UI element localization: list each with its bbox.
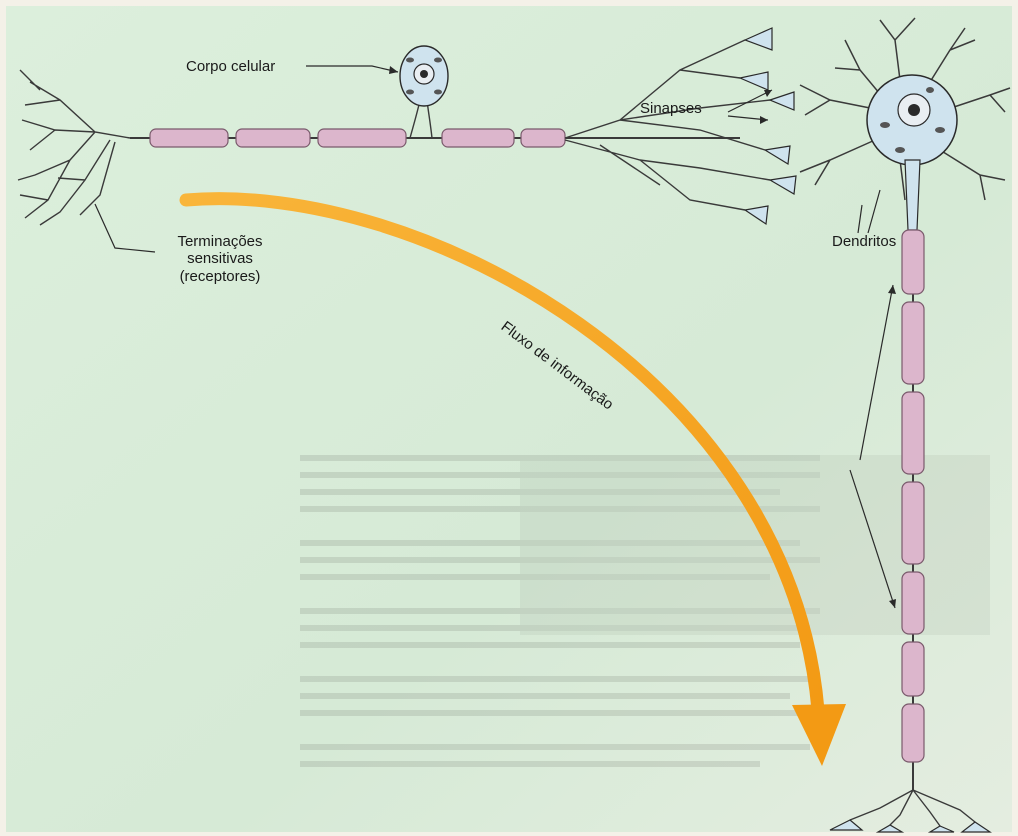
label-sensory-endings-line-2: sensitivas bbox=[160, 250, 280, 267]
sensory-myelin bbox=[150, 129, 565, 147]
label-cell-body: Corpo celular bbox=[186, 58, 275, 75]
label-dendrites: Dendritos bbox=[832, 233, 896, 250]
label-sensory-endings-line-1: Terminações bbox=[160, 233, 280, 250]
sensory-cell-body bbox=[400, 46, 448, 106]
label-synapses: Sinapses bbox=[640, 100, 702, 117]
label-sensory-endings-line-3: (receptores) bbox=[160, 268, 280, 285]
label-sensory-endings: Terminações sensitivas (receptores) bbox=[160, 233, 280, 285]
